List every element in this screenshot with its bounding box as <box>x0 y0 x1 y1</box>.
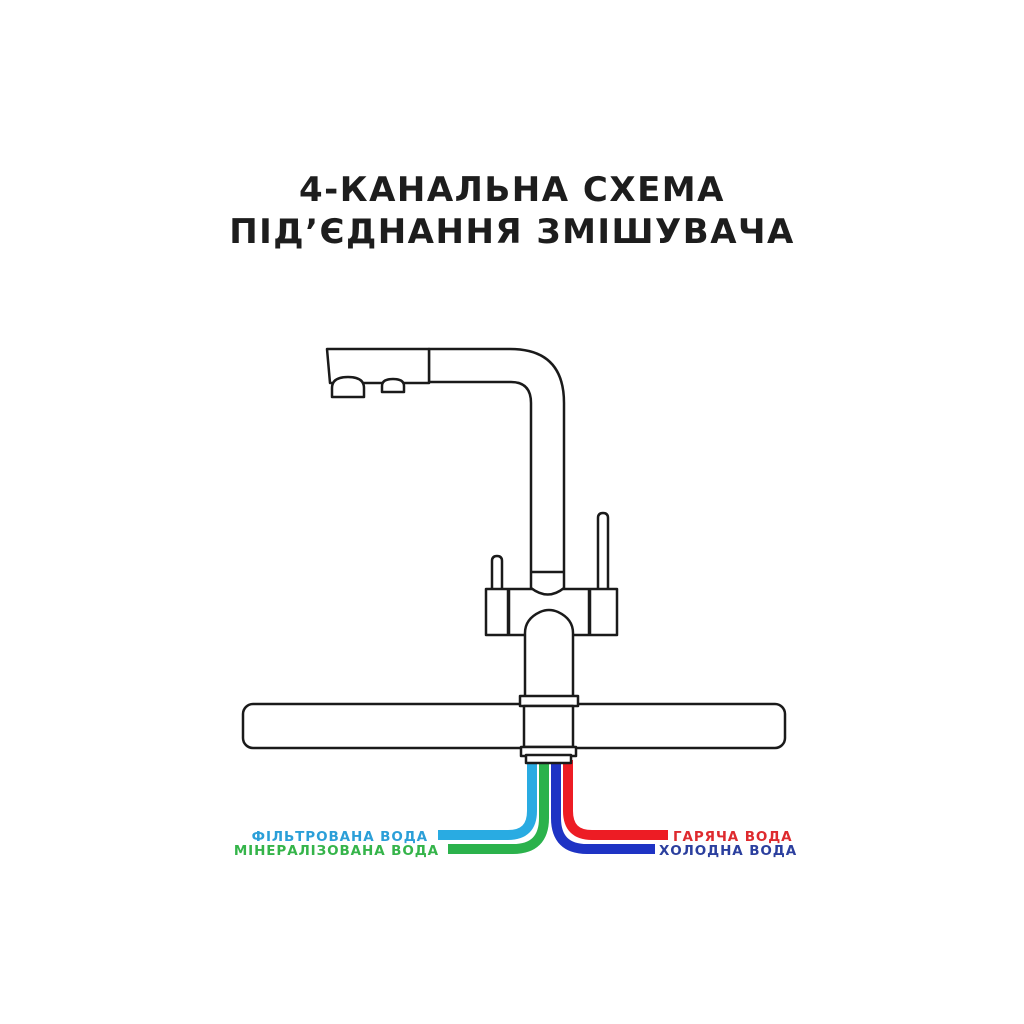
tube-mineralized-water <box>448 760 549 854</box>
faucet-left-lever <box>490 554 504 593</box>
countertop <box>241 702 787 750</box>
mounting-nut-lower <box>524 753 573 765</box>
tube-cold-water <box>551 760 655 854</box>
label-mineralized-water: МІНЕРАЛІЗОВАНА ВОДА <box>234 843 439 859</box>
tube-hot-water <box>563 760 668 840</box>
faucet-spout-head <box>325 347 431 385</box>
faucet-spout-arm <box>427 347 566 596</box>
tube-filtered-water <box>438 760 537 840</box>
faucet-shank <box>522 704 575 749</box>
label-hot-water: ГАРЯЧА ВОДА <box>673 829 793 845</box>
faucet-neck-column <box>523 608 575 699</box>
faucet-right-lever <box>596 511 610 593</box>
faucet-aerator-large <box>330 375 366 399</box>
faucet-base-flange <box>518 694 580 708</box>
title-line-2: ПІД’ЄДНАННЯ ЗМІШУВАЧА <box>229 212 795 252</box>
label-cold-water: ХОЛОДНА ВОДА <box>659 843 797 859</box>
label-filtered-water: ФІЛЬТРОВАНА ВОДА <box>252 829 428 845</box>
title-line-1: 4-КАНАЛЬНА СХЕМА <box>299 170 725 210</box>
faucet-aerator-small <box>380 377 406 394</box>
